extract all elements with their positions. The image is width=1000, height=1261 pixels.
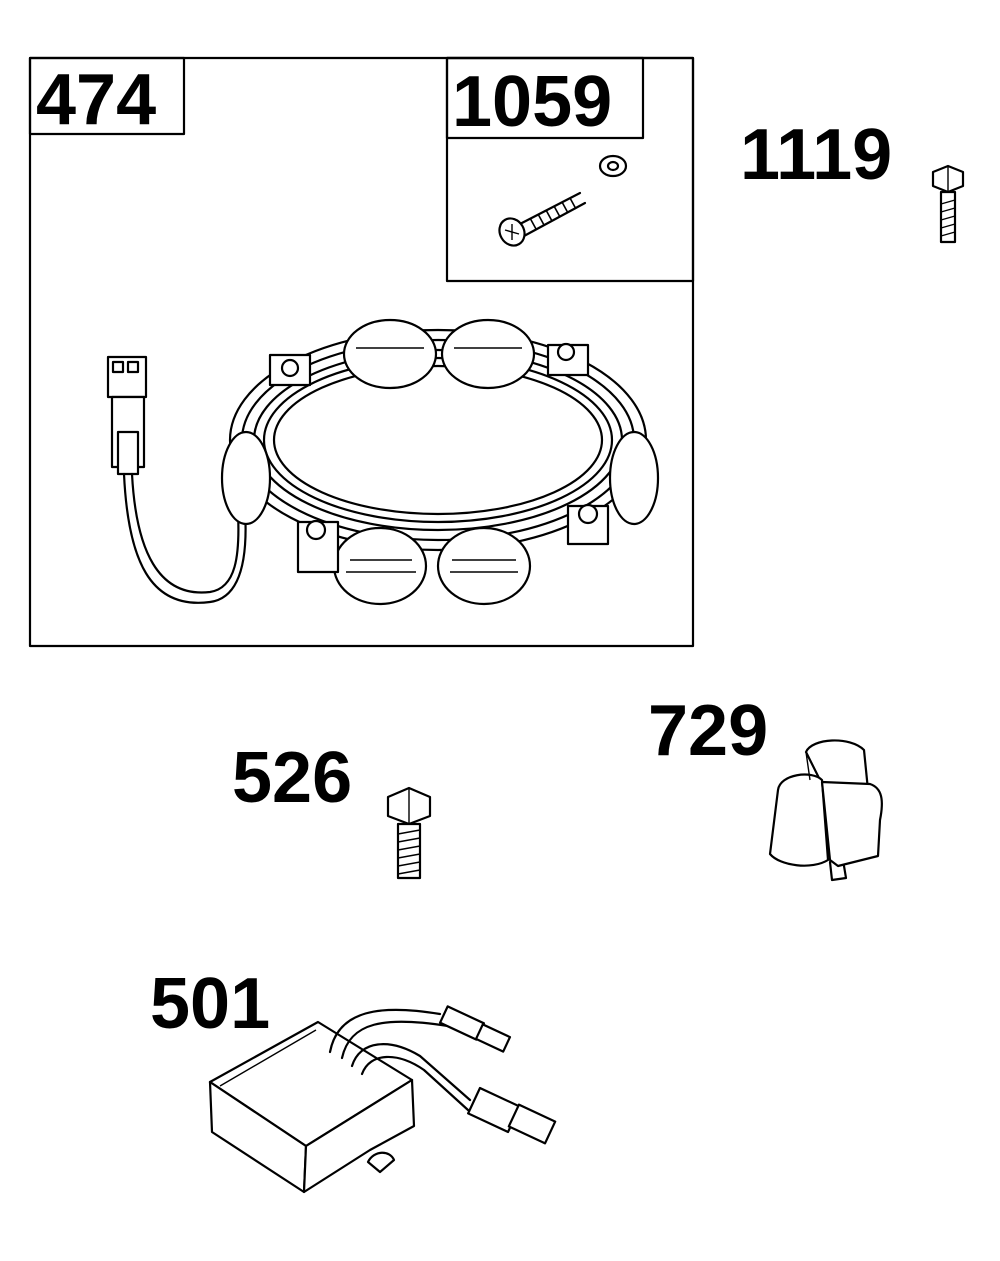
label-729: 729 bbox=[648, 691, 768, 771]
label-1119: 1119 bbox=[740, 115, 892, 195]
group-1059: 1059 bbox=[445, 56, 695, 283]
bolt-icon-526 bbox=[386, 786, 432, 880]
label-1059: 1059 bbox=[452, 62, 612, 142]
label-474: 474 bbox=[36, 60, 156, 140]
group-474: 474 bbox=[28, 56, 695, 648]
label-526: 526 bbox=[232, 738, 352, 818]
regulator-icon bbox=[208, 1005, 557, 1194]
label-501: 501 bbox=[150, 964, 270, 1044]
screw-washer-icon bbox=[498, 154, 628, 247]
clip-icon bbox=[768, 739, 883, 882]
stator-icon bbox=[106, 318, 660, 606]
bolt-icon bbox=[931, 164, 965, 244]
